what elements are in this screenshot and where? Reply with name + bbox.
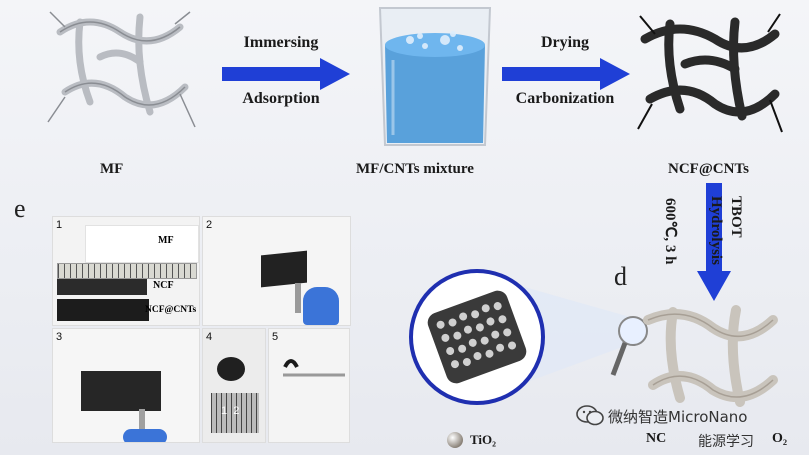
- arrow3-line1: TBOT: [728, 196, 744, 238]
- mf-label: MF: [100, 161, 124, 177]
- photo-4: 4 1 2: [202, 328, 266, 443]
- arrow2-bottom-label: Carbonization: [515, 90, 615, 107]
- arrow1-bottom-label: Adsorption: [242, 90, 320, 107]
- photo-3-number: 3: [56, 331, 63, 343]
- ncf-cnts-tio2-label-left: NC: [646, 431, 667, 446]
- photo-1: 1 MF NCF NCF@CNTs: [52, 216, 200, 326]
- photo-2: 2: [202, 216, 351, 326]
- photo-4-ruler-label: 1 2: [221, 405, 240, 417]
- ncf-cnts-label: NCF@CNTs: [668, 161, 749, 177]
- arrow3-line2: Hydrolysis: [708, 196, 724, 265]
- mixture-label: MF/CNTs mixture: [356, 161, 474, 177]
- photo-1-mf-label: MF: [158, 235, 174, 246]
- photo-4-number: 4: [206, 331, 213, 343]
- ncf-cnts-tio2-foam-illustration: [643, 305, 778, 407]
- ncf-cnts-tio2-label-right: O₂: [772, 431, 788, 446]
- ncf-cnts-foam-illustration: [637, 13, 783, 133]
- arrow1-top-label: Immersing: [243, 34, 319, 51]
- down-arrow: [697, 183, 731, 301]
- right-arrow-1: [222, 58, 350, 90]
- wechat-icon: [576, 405, 604, 426]
- watermark-line2: 能源学习: [698, 434, 754, 450]
- tio2-sphere-icon: [447, 432, 463, 448]
- watermark-line1: 微纳智造MicroNano: [608, 408, 748, 426]
- arrow2-top-label: Drying: [541, 34, 589, 51]
- ruler: [57, 263, 197, 279]
- panel-d-letter: d: [614, 262, 627, 291]
- photo-2-number: 2: [206, 219, 213, 231]
- mf-foam-illustration: [47, 11, 196, 128]
- beaker-illustration: [378, 7, 492, 146]
- photo-5: 5: [268, 328, 350, 443]
- right-arrow-2: [502, 58, 630, 90]
- tweezers-illustration: [283, 359, 345, 377]
- zoom-inset: [409, 269, 648, 405]
- photo-1-number: 1: [56, 219, 63, 231]
- panel-e-letter: e: [14, 194, 26, 223]
- tio2-legend-label: TiO₂: [470, 432, 497, 447]
- photo-5-number: 5: [272, 331, 279, 343]
- photo-1-ncfcnt-label: NCF@CNTs: [145, 305, 197, 315]
- photo-1-ncf-label: NCF: [153, 280, 174, 291]
- photo-3: 3: [52, 328, 200, 443]
